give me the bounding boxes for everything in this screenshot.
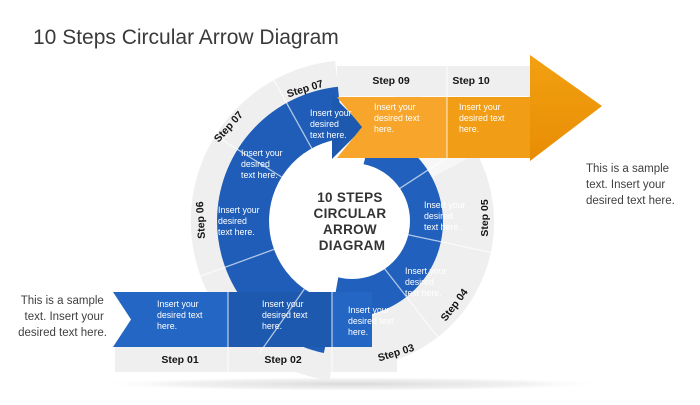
step-01-segment[interactable]	[113, 292, 228, 347]
center-title[interactable]: 10 STEPS CIRCULAR ARROW DIAGRAM	[314, 190, 391, 253]
step-10-segment[interactable]	[447, 97, 530, 158]
bottom-label-band	[115, 347, 397, 372]
placeholder-step-04[interactable]: Insert your desired text here.	[405, 266, 449, 298]
top-label-band	[337, 66, 545, 96]
placeholder-step-03[interactable]: Insert your desired text here.	[348, 305, 396, 337]
step-10-label[interactable]: Step 10	[452, 75, 490, 87]
segment-placeholders: Insert your desired text here. Insert yo…	[157, 102, 507, 337]
center-circle[interactable]	[294, 163, 410, 279]
placeholder-step-01[interactable]: Insert your desired text here.	[157, 299, 205, 331]
entry-band[interactable]	[113, 292, 372, 347]
step-09-label[interactable]: Step 09	[372, 75, 410, 87]
sample-text-left[interactable]: This is a sample text. Insert your desir…	[18, 295, 107, 339]
floor-shadow	[94, 377, 610, 391]
placeholder-step-08[interactable]: Insert your desired text here.	[310, 108, 354, 140]
exit-arrowhead-icon[interactable]	[530, 55, 602, 161]
placeholder-step-05[interactable]: Insert your desired text here.	[424, 200, 468, 232]
page-title[interactable]: 10 Steps Circular Arrow Diagram	[33, 26, 339, 49]
step-06-label[interactable]: Step 06	[194, 201, 208, 239]
step-03-segment[interactable]	[332, 292, 372, 347]
placeholder-step-09[interactable]: Insert your desired text here.	[374, 102, 422, 134]
placeholder-step-02[interactable]: Insert your desired text here.	[262, 299, 310, 331]
gray-ring-right	[363, 153, 494, 366]
step-02-segment[interactable]	[228, 292, 332, 347]
transition-chevron	[332, 95, 364, 159]
step-01-label[interactable]: Step 01	[161, 354, 199, 366]
placeholder-step-06[interactable]: Insert your desired text here.	[218, 205, 262, 237]
exit-band[interactable]	[337, 66, 530, 158]
placeholder-step-07[interactable]: Insert your desired text here.	[241, 148, 285, 180]
step-05-label[interactable]: Step 05	[479, 199, 491, 237]
placeholder-step-10[interactable]: Insert your desired text here.	[459, 102, 507, 134]
step-02-label[interactable]: Step 02	[264, 354, 302, 366]
sample-text-right[interactable]: This is a sample text. Insert your desir…	[586, 163, 675, 207]
step-09-segment[interactable]	[337, 97, 447, 158]
